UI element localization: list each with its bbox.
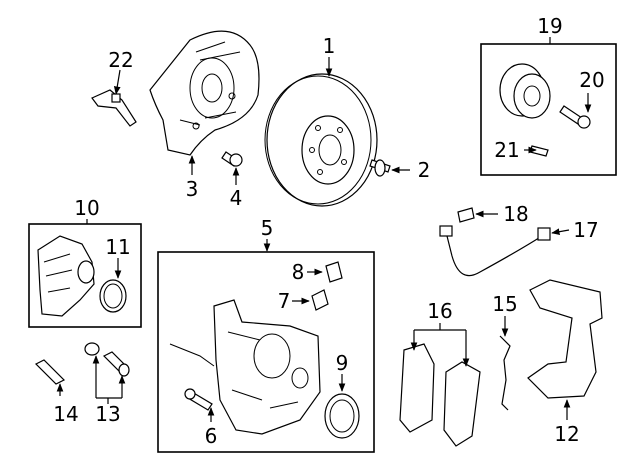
- callout-16: 16: [427, 299, 452, 323]
- callout-22: 22: [108, 48, 133, 72]
- shield-bolt[interactable]: [221, 151, 243, 167]
- wear-sensor[interactable]: [91, 89, 137, 127]
- callout-labels: 1 2 3 4 5 6 7 8 9 10 11 12 13 14 15 16 1…: [53, 14, 604, 448]
- callout-13: 13: [95, 402, 120, 426]
- bleeder-valve[interactable]: [311, 289, 329, 311]
- brake-caliper[interactable]: [169, 299, 321, 435]
- parking-brake-motor[interactable]: [37, 235, 95, 317]
- caliper-carrier[interactable]: [527, 279, 603, 399]
- callout-12: 12: [554, 422, 579, 446]
- callout-21: 21: [494, 138, 519, 162]
- bleeder-cap[interactable]: [325, 261, 343, 283]
- callout-14: 14: [53, 402, 78, 426]
- hub-screw[interactable]: [529, 145, 549, 157]
- callout-5: 5: [261, 216, 274, 240]
- hub-group-box: [480, 43, 617, 176]
- guide-pin[interactable]: [34, 359, 66, 385]
- callout-18: 18: [503, 202, 528, 226]
- callout-2: 2: [418, 158, 431, 182]
- callout-6: 6: [205, 424, 218, 448]
- callout-17: 17: [573, 218, 598, 242]
- brake-hose[interactable]: [439, 225, 551, 277]
- guide-bolt[interactable]: [102, 351, 130, 377]
- dust-shield[interactable]: [149, 30, 260, 156]
- callout-9: 9: [336, 351, 349, 375]
- pad-spring-clip[interactable]: [499, 335, 511, 411]
- callout-4: 4: [230, 186, 243, 210]
- callout-15: 15: [492, 292, 517, 316]
- callout-8: 8: [292, 260, 305, 284]
- motor-seal-ring[interactable]: [99, 279, 127, 313]
- leader-lines: [56, 37, 592, 422]
- hub-bolt[interactable]: [559, 105, 591, 129]
- callout-11: 11: [105, 235, 130, 259]
- callout-20: 20: [579, 68, 604, 92]
- disc-screw[interactable]: [369, 159, 391, 177]
- callout-10: 10: [74, 196, 99, 220]
- motor-group-box: [28, 223, 142, 328]
- callout-3: 3: [186, 177, 199, 201]
- brake-pad-inner[interactable]: [399, 343, 435, 433]
- callout-7: 7: [278, 289, 291, 313]
- hose-clip[interactable]: [457, 207, 475, 223]
- guide-bolt-cap[interactable]: [84, 342, 100, 356]
- caliper-bolt[interactable]: [184, 388, 213, 411]
- callout-19: 19: [537, 14, 562, 38]
- brake-disc[interactable]: [264, 73, 378, 207]
- caliper-group-box: [157, 251, 375, 453]
- brake-pad-outer[interactable]: [443, 361, 481, 447]
- piston-seal[interactable]: [324, 393, 360, 439]
- wheel-hub[interactable]: [499, 63, 551, 119]
- callout-1: 1: [323, 34, 336, 58]
